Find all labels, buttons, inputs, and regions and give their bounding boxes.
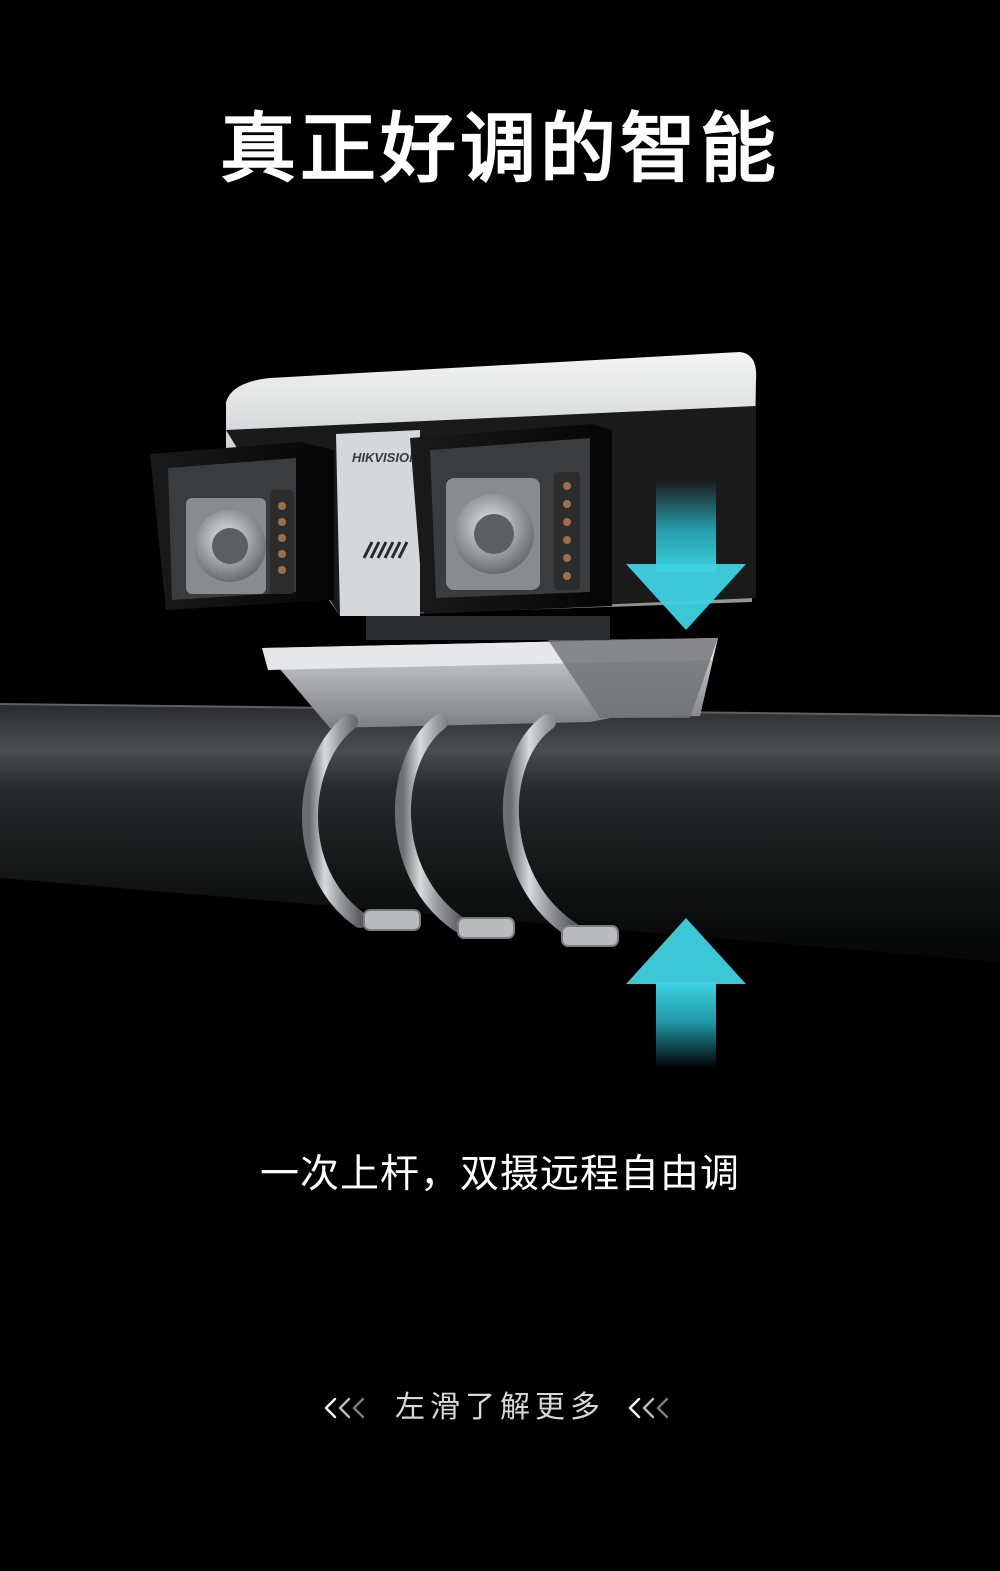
swipe-hint-label: 左滑了解更多 <box>395 1390 605 1425</box>
page-title: 真正好调的智能 <box>220 104 780 193</box>
triple-chevron-left-icon <box>628 1397 669 1419</box>
vent-slots <box>362 541 409 559</box>
arrow-up-icon <box>626 918 746 1068</box>
arrow-down-icon <box>626 480 746 630</box>
left-camera-module <box>150 442 334 610</box>
feature-subtitle: 一次上杆，双摄远程自由调 <box>259 1152 740 1197</box>
hose-clamps <box>302 714 580 938</box>
brand-logo: HIKVISION <box>352 450 419 465</box>
clamp-screws <box>363 909 619 947</box>
right-camera-module <box>410 424 612 614</box>
product-scene: HIKVISION <box>0 352 1000 1068</box>
triple-chevron-left-icon <box>324 1397 365 1419</box>
mounting-pole <box>0 704 1000 962</box>
swipe-hint[interactable]: 左滑了解更多 <box>0 1386 1000 1430</box>
